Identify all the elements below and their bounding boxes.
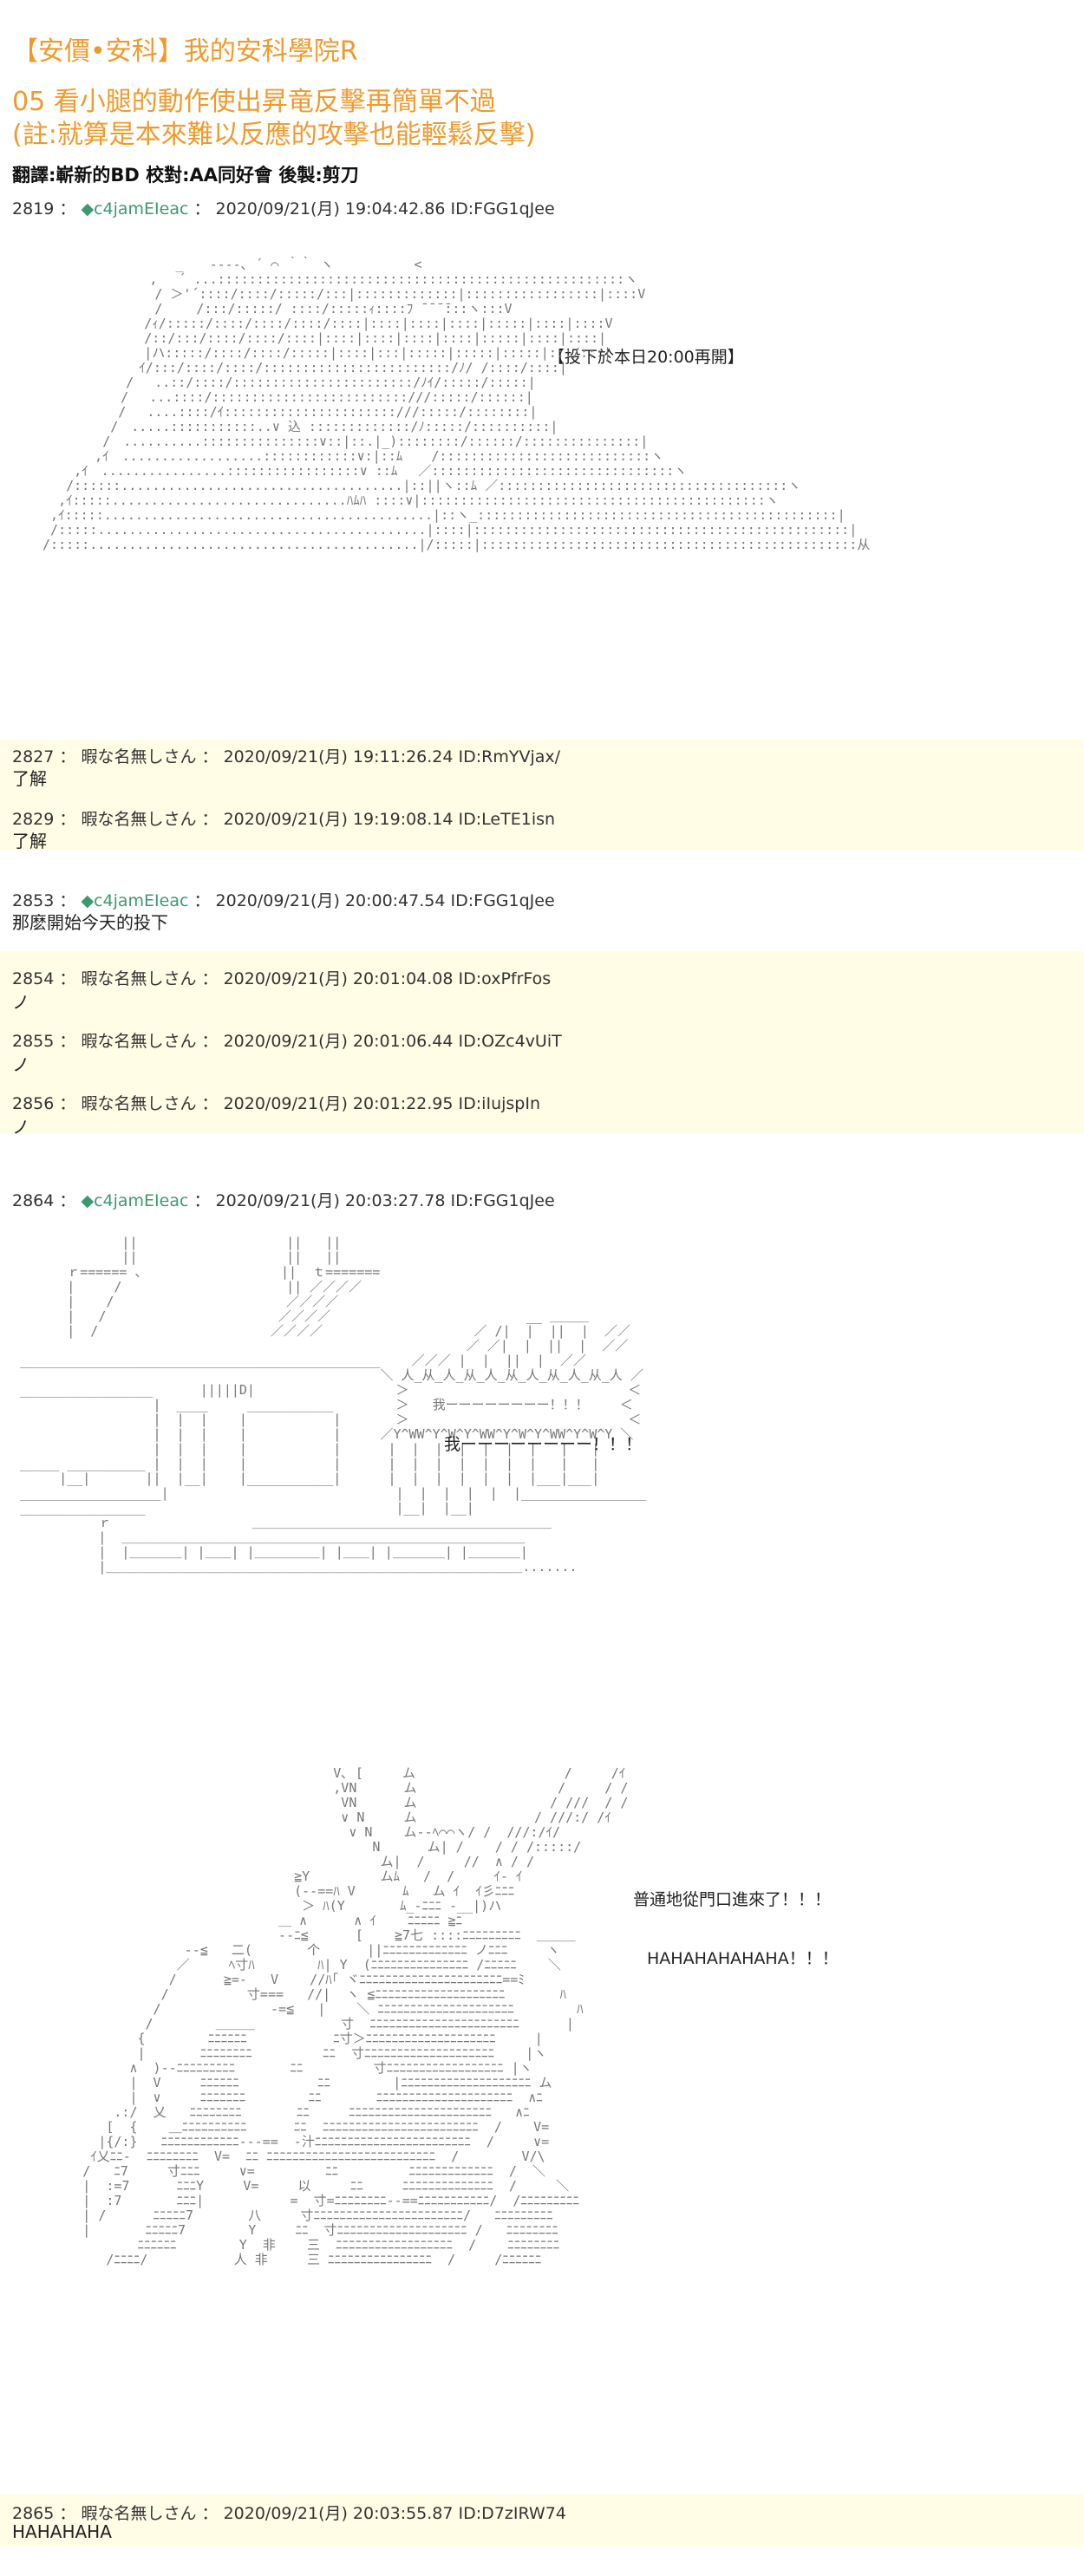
chapter-subtitle: (註:就算是本來難以反應的攻擊也能輕鬆反擊)	[12, 120, 536, 150]
post-header-2855: 2855 ： 暇な名無しさん ： 2020/09/21(月) 20:01:06.…	[12, 1032, 562, 1051]
op-diamond-icon: ◆	[81, 1191, 95, 1210]
post-group-2854-2856	[0, 951, 1084, 1133]
poster-name[interactable]: 暇な名無しさん	[81, 1094, 197, 1113]
post-body-2827: 了解	[12, 768, 47, 789]
post-body-2853: 那麽開始今天的投下	[12, 912, 168, 933]
credits: 翻譯:嶄新的BD 校對:AA同好會 後製:剪刀	[12, 165, 359, 186]
poster-name[interactable]: 暇な名無しさん	[81, 1032, 197, 1051]
poster-name[interactable]: c4jamEIeac	[94, 891, 189, 910]
poster-id[interactable]: ID:LeTE1isn	[458, 810, 556, 829]
poster-id[interactable]: ID:FGG1qJee	[450, 199, 555, 218]
chapter-title: 05 看小腿的動作使出昇竜反擊再簡單不過	[12, 87, 496, 117]
poster-id[interactable]: ID:FGG1qJee	[450, 891, 555, 910]
post-body-2865: HAHAHAHA	[12, 2521, 112, 2542]
post-header-2819: 2819 ： ◆c4jamEIeac ： 2020/09/21(月) 19:04…	[12, 199, 555, 218]
poster-name[interactable]: 暇な名無しさん	[81, 2504, 197, 2523]
op-diamond-icon: ◆	[81, 891, 95, 910]
poster-name[interactable]: c4jamEIeac	[94, 199, 189, 218]
op-diamond-icon: ◆	[81, 199, 95, 218]
post-header-2829: 2829 ： 暇な名無しさん ： 2020/09/21(月) 19:19:08.…	[12, 810, 556, 829]
poster-id[interactable]: ID:RmYVjax/	[458, 747, 561, 766]
post-body-2856: ノ	[12, 1117, 29, 1138]
post-header-2864: 2864 ： ◆c4jamEIeac ： 2020/09/21(月) 20:03…	[12, 1191, 555, 1210]
ascii-art-door-scene: || || || || || || ｒ====== 、 || ｔ======= …	[20, 1235, 647, 1575]
shout-bubble: 我ーーーーーーーー！！！	[444, 1435, 643, 1454]
post-2827	[0, 740, 1084, 800]
poster-id[interactable]: ID:OZc4vUiT	[458, 1032, 562, 1051]
ascii-art-all-might: V､ [ ム / /ｲ ,VN ム / / / VN ム / /// / /	[82, 1765, 629, 2267]
speech-line-2: HAHAHAHAHAHA！！！	[647, 1949, 839, 1968]
post-header-2827: 2827 ： 暇な名無しさん ： 2020/09/21(月) 19:11:26.…	[12, 747, 561, 766]
thread-title: 【安價•安科】我的安科學院R	[12, 36, 358, 67]
post-header-2854: 2854 ： 暇な名無しさん ： 2020/09/21(月) 20:01:04.…	[12, 969, 552, 988]
poster-name[interactable]: 暇な名無しさん	[81, 969, 197, 988]
post-header-2853: 2853 ： ◆c4jamEIeac ： 2020/09/21(月) 20:00…	[12, 891, 555, 910]
poster-id[interactable]: ID:oxPfrFos	[458, 969, 552, 988]
post-header-2865: 2865 ： 暇な名無しさん ： 2020/09/21(月) 20:03:55.…	[12, 2504, 566, 2523]
post-body-2829: 了解	[12, 831, 47, 851]
post-2865	[0, 2494, 1084, 2547]
post-header-2856: 2856 ： 暇な名無しさん ： 2020/09/21(月) 20:01:22.…	[12, 1094, 540, 1113]
post-body-2855: ノ	[12, 1054, 29, 1075]
poster-id[interactable]: ID:D7zIRW74	[458, 2504, 566, 2523]
resume-note: 【投下於本日20:00再開】	[548, 348, 744, 367]
poster-name[interactable]: 暇な名無しさん	[81, 810, 197, 829]
ascii-art-figure-1: _ -‐‐-､ ´ ⌒ ｀｀ ヽ < , ´ ...::::::::::::::…	[42, 257, 871, 552]
poster-id[interactable]: ID:iIujspIn	[458, 1094, 540, 1113]
poster-name[interactable]: 暇な名無しさん	[81, 747, 197, 766]
post-2829	[0, 800, 1084, 851]
speech-line-1: 普通地從門口進來了！！！	[633, 1890, 832, 1909]
poster-name[interactable]: c4jamEIeac	[94, 1191, 189, 1210]
poster-id[interactable]: ID:FGG1qJee	[450, 1191, 555, 1210]
post-body-2854: ノ	[12, 992, 29, 1013]
